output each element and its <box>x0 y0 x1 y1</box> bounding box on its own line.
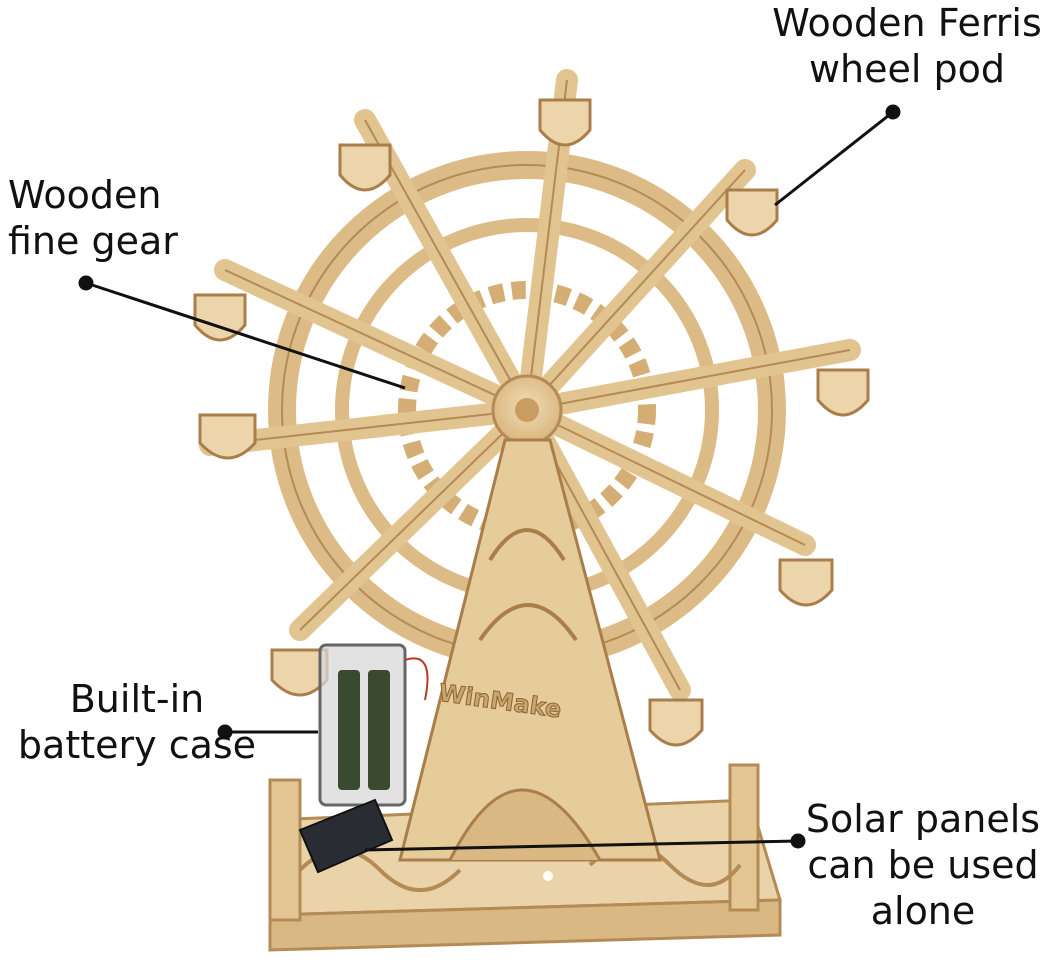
label-solar-line2: can be used <box>807 843 1039 887</box>
solar-panel <box>298 798 394 874</box>
label-solar-line1: Solar panels <box>805 797 1041 841</box>
label-gear-line2: fine gear <box>8 219 178 263</box>
leader-lines <box>78 104 901 852</box>
support-tower: WinMake <box>398 438 662 862</box>
label-battery-line1: Built-in <box>69 677 205 721</box>
gondolas <box>193 98 870 747</box>
label-solar-panels: Solar panels can be used alone <box>792 796 1054 934</box>
battery-case <box>318 643 429 807</box>
label-pod-line2: wheel pod <box>808 47 1006 91</box>
label-battery-line2: battery case <box>17 723 257 767</box>
label-pod-line1: Wooden Ferris <box>772 1 1042 45</box>
label-battery-case: Built-in battery case <box>2 676 272 768</box>
label-fine-gear: Wooden fine gear <box>8 172 228 264</box>
wheel <box>199 69 861 701</box>
label-ferris-wheel-pod: Wooden Ferris wheel pod <box>760 0 1054 92</box>
label-gear-line1: Wooden <box>8 173 162 217</box>
label-solar-line3: alone <box>870 889 976 933</box>
